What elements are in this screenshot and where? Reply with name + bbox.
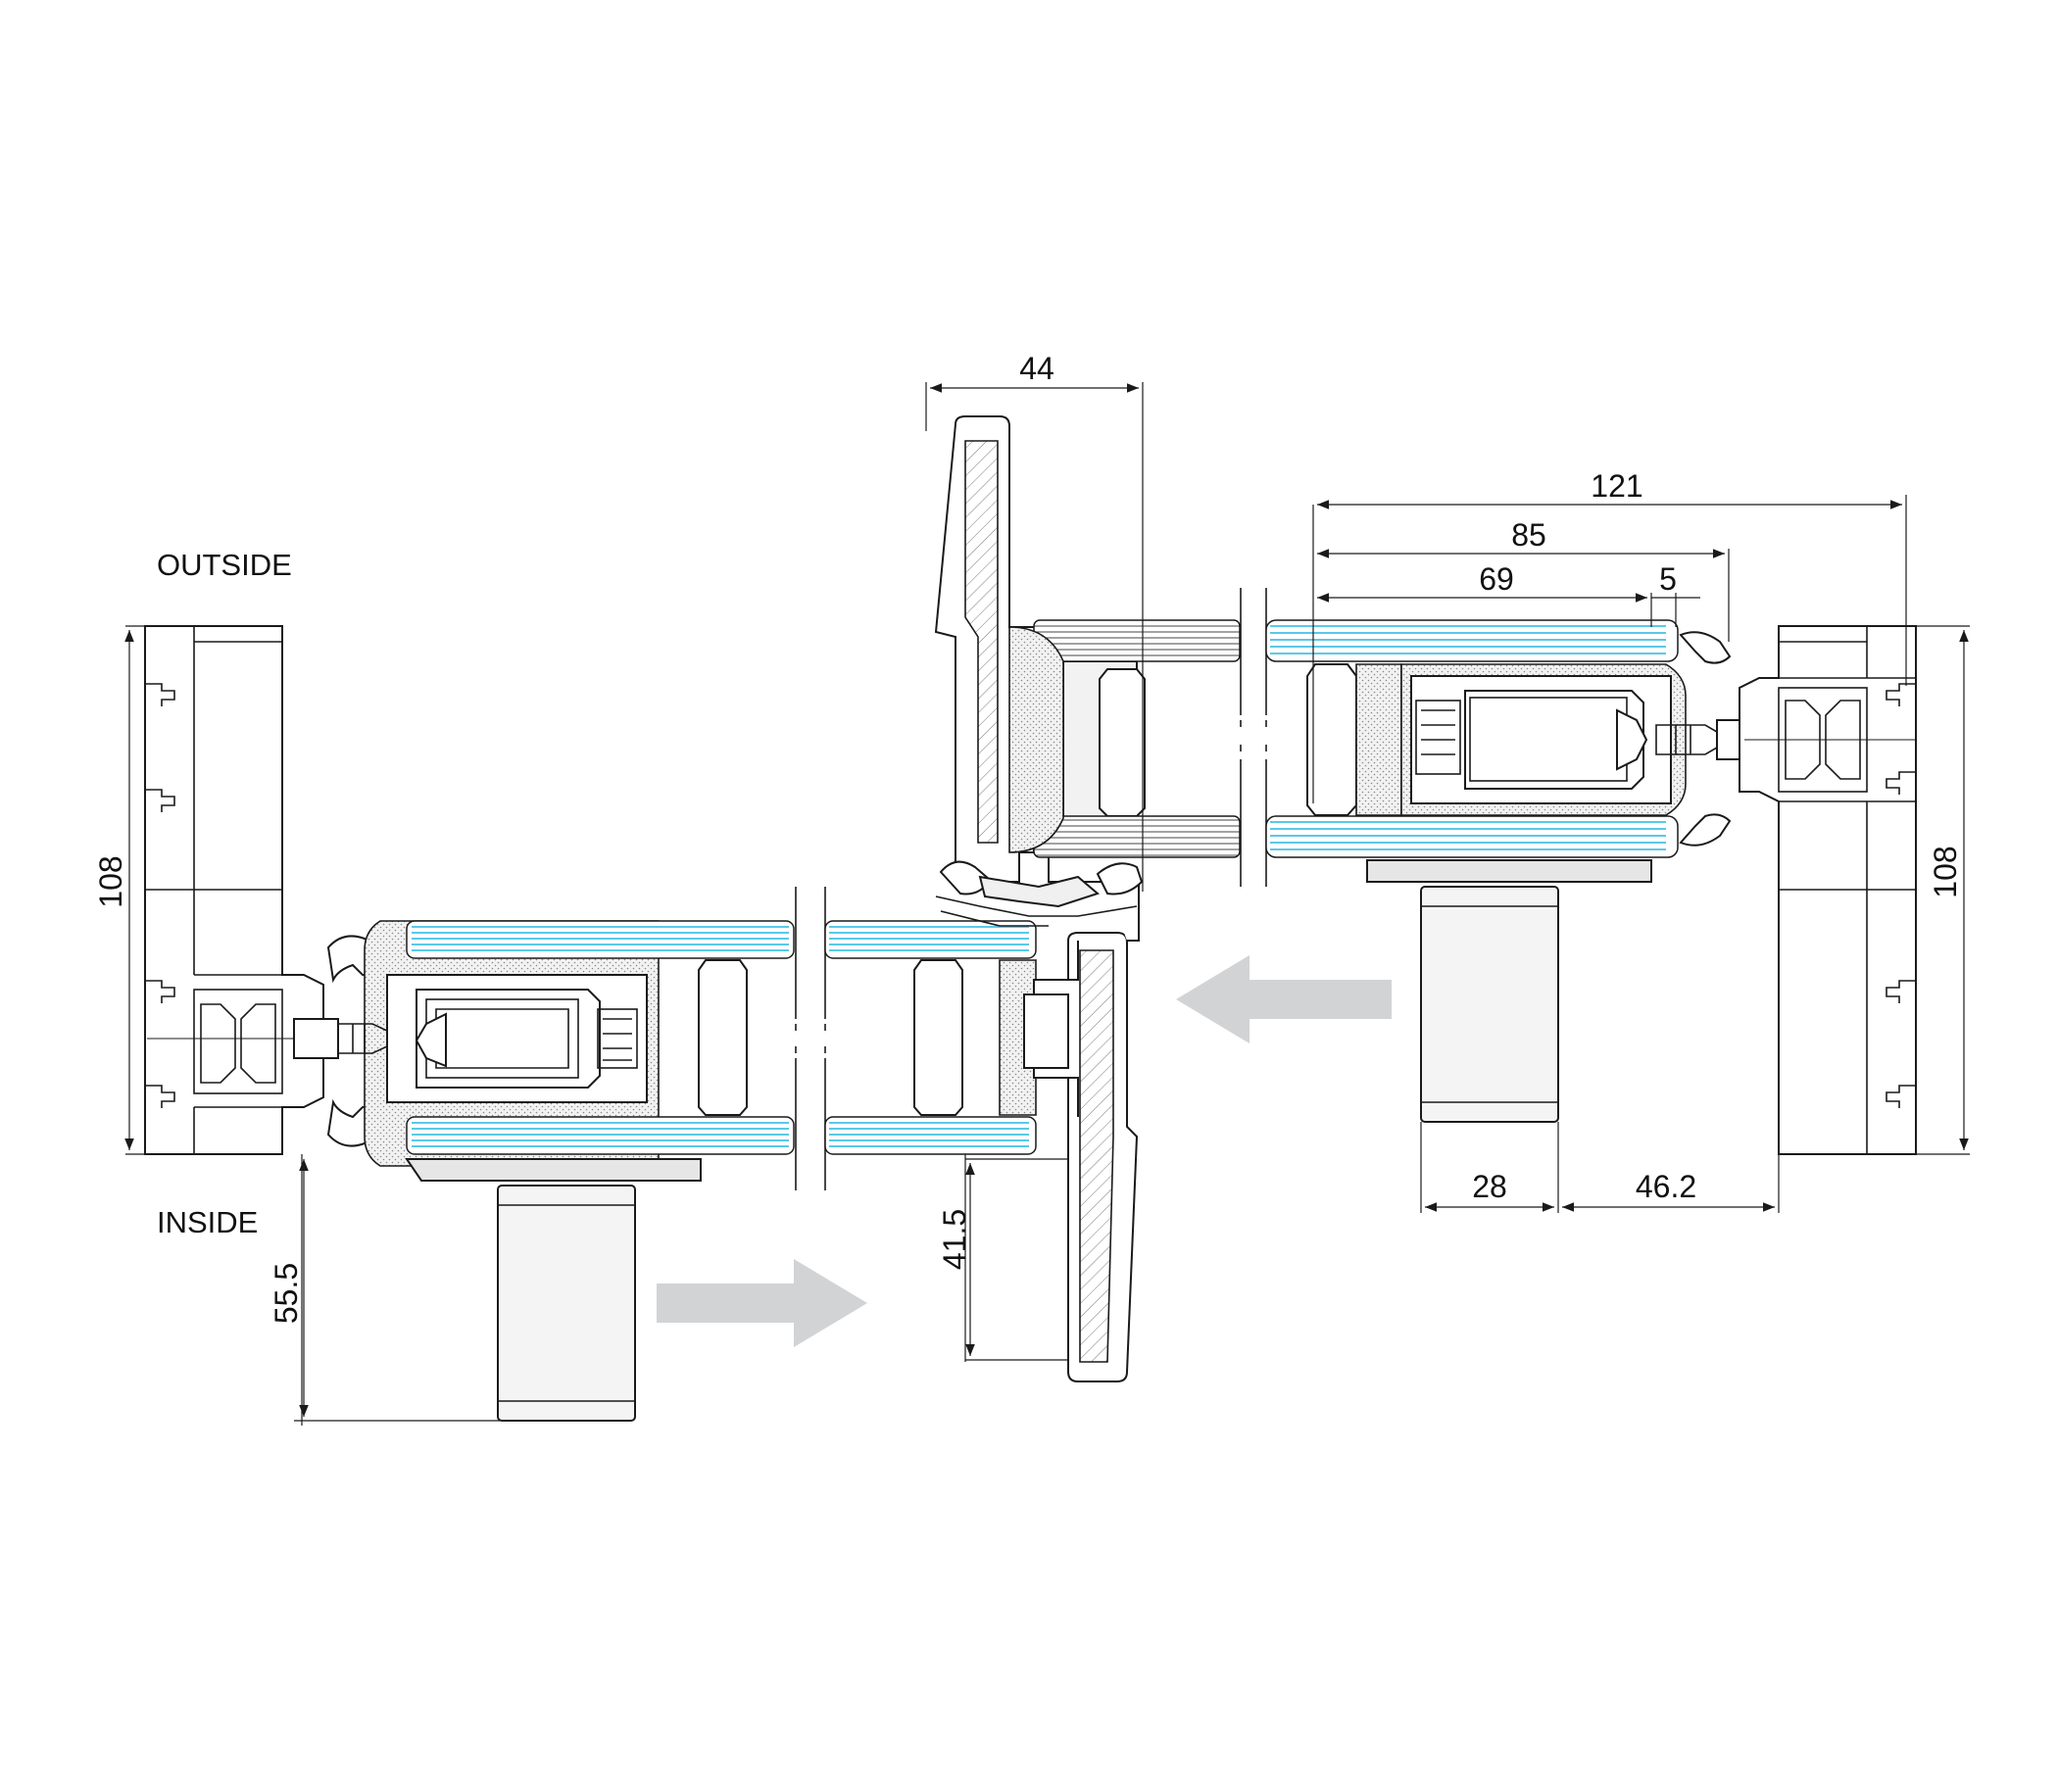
central-interlock [934, 415, 1241, 1382]
outside-label: OUTSIDE [157, 548, 292, 582]
handle-width-value: 28 [1472, 1169, 1507, 1204]
gap-value: 5 [1659, 561, 1677, 597]
overall-width-value: 121 [1591, 468, 1642, 504]
right-height-value: 108 [1928, 846, 1963, 897]
handle-dimension: 28 46.2 [1420, 1122, 1780, 1213]
right-sash-inner-glass [1270, 821, 1666, 850]
arrow-left-icon [1176, 955, 1392, 1043]
inside-label: INSIDE [157, 1205, 258, 1239]
top-width-dimension: 44 [925, 351, 1144, 892]
frame-width-value: 85 [1511, 517, 1546, 553]
right-handle [1420, 886, 1559, 1123]
left-sash [293, 920, 795, 1422]
left-outer-frame [144, 625, 324, 1155]
top-width-value: 44 [1019, 351, 1054, 386]
left-height-dimension: 108 [93, 625, 145, 1155]
right-sash-break [1233, 588, 1277, 887]
right-outer-frame [1739, 625, 1917, 1155]
left-depth-dimension: 55.5 [269, 1154, 500, 1426]
top-dimension-stack: 121 85 69 5 [1312, 468, 1907, 803]
right-sash-outer-glass [1270, 625, 1666, 654]
left-depth-value: 55.5 [269, 1263, 304, 1324]
left-sash-glass-continued [824, 920, 1037, 1155]
right-height-dimension: 108 [1916, 625, 1970, 1155]
left-height-value: 108 [93, 855, 128, 907]
glass-width-value: 69 [1479, 561, 1514, 597]
right-sash [1265, 619, 1762, 1123]
arrow-right-icon [657, 1259, 867, 1347]
left-sash-inner-glass [412, 1122, 789, 1147]
center-depth-value: 41.5 [937, 1209, 972, 1270]
handle-offset-value: 46.2 [1636, 1169, 1696, 1204]
left-handle [497, 1185, 636, 1422]
center-depth-dimension: 41.5 [937, 1154, 1068, 1362]
left-break-line [789, 887, 833, 1190]
left-sash-outer-glass [412, 926, 789, 951]
